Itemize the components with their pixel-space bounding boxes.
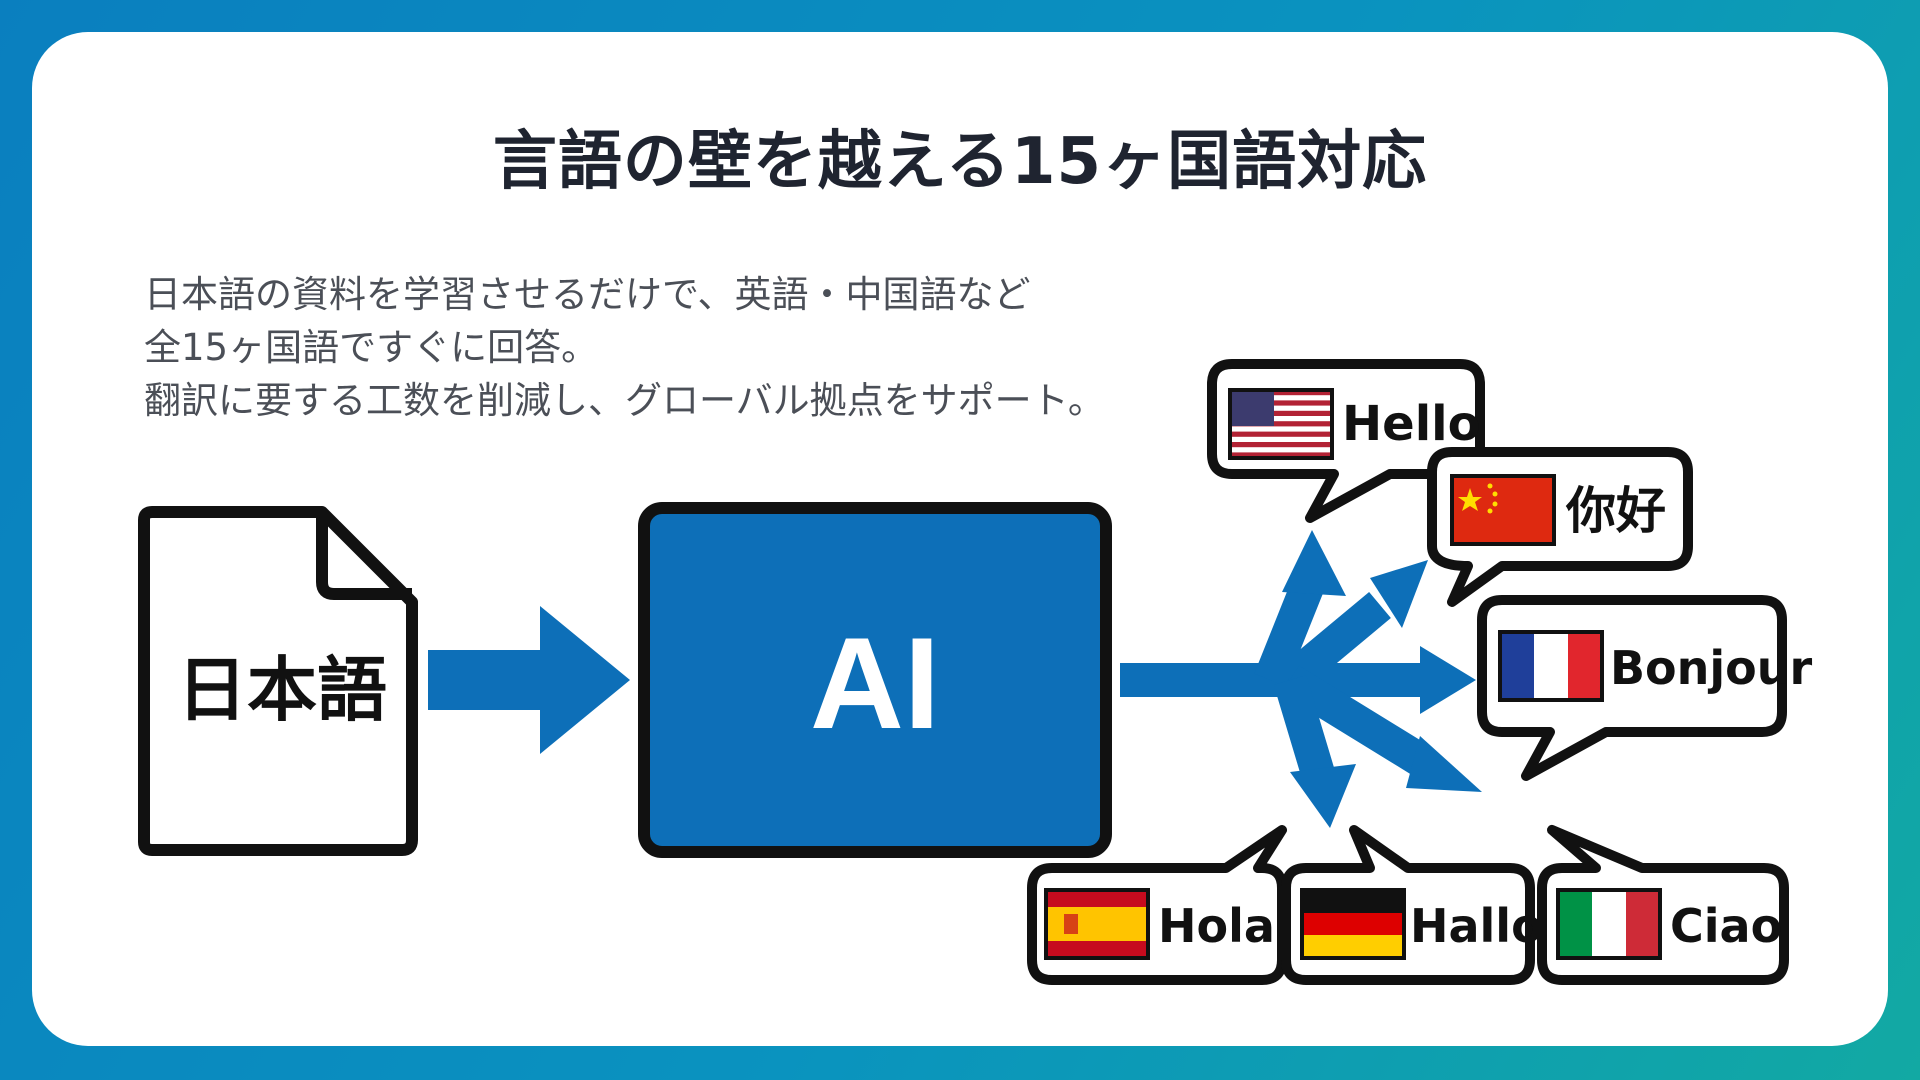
bubble-label: Hallo	[1410, 899, 1543, 953]
de-flag-icon	[1300, 888, 1406, 960]
description-line: 翻訳に要する工数を削減し、グローバル拠点をサポート。	[144, 379, 1105, 422]
bubble-label: Hola	[1158, 899, 1275, 953]
bubble-label: 你好	[1565, 482, 1666, 540]
speech-bubble-hola: Hola	[1027, 825, 1287, 985]
document-label: 日本語	[177, 649, 387, 731]
speech-bubble-ciao: Ciao	[1537, 825, 1789, 985]
branching-arrows-icon	[1120, 573, 1429, 785]
speech-bubble-hello: Hello	[1207, 359, 1485, 523]
bubble-label: Ciao	[1670, 899, 1782, 953]
description-line: 全15ヶ国語ですぐに回答。	[144, 326, 599, 369]
fr-flag-icon	[1498, 630, 1604, 702]
description-line: 日本語の資料を学習させるだけで、英語・中国語など	[144, 273, 1031, 316]
arrow-right-icon	[428, 606, 630, 754]
page-title: 言語の壁を越える15ヶ国語対応	[492, 125, 1428, 199]
ai-label: AI	[810, 610, 940, 756]
arrow-heads	[1282, 530, 1482, 828]
speech-bubble-bonjour: Bonjour	[1477, 595, 1813, 781]
cn-flag-icon	[1450, 474, 1556, 546]
bubble-label: Hello	[1342, 396, 1481, 452]
es-flag-icon	[1044, 888, 1150, 960]
speech-bubble-nihao: 你好	[1427, 447, 1693, 607]
bubble-label: Bonjour	[1610, 641, 1813, 695]
it-flag-icon	[1556, 888, 1662, 960]
ai-box: AI	[638, 502, 1112, 858]
us-flag-icon	[1228, 388, 1334, 460]
document-icon: 日本語	[138, 506, 418, 856]
description: 日本語の資料を学習させるだけで、英語・中国語など 全15ヶ国語ですぐに回答。 翻…	[144, 268, 1105, 427]
speech-bubble-hallo: Hallo	[1281, 825, 1543, 985]
